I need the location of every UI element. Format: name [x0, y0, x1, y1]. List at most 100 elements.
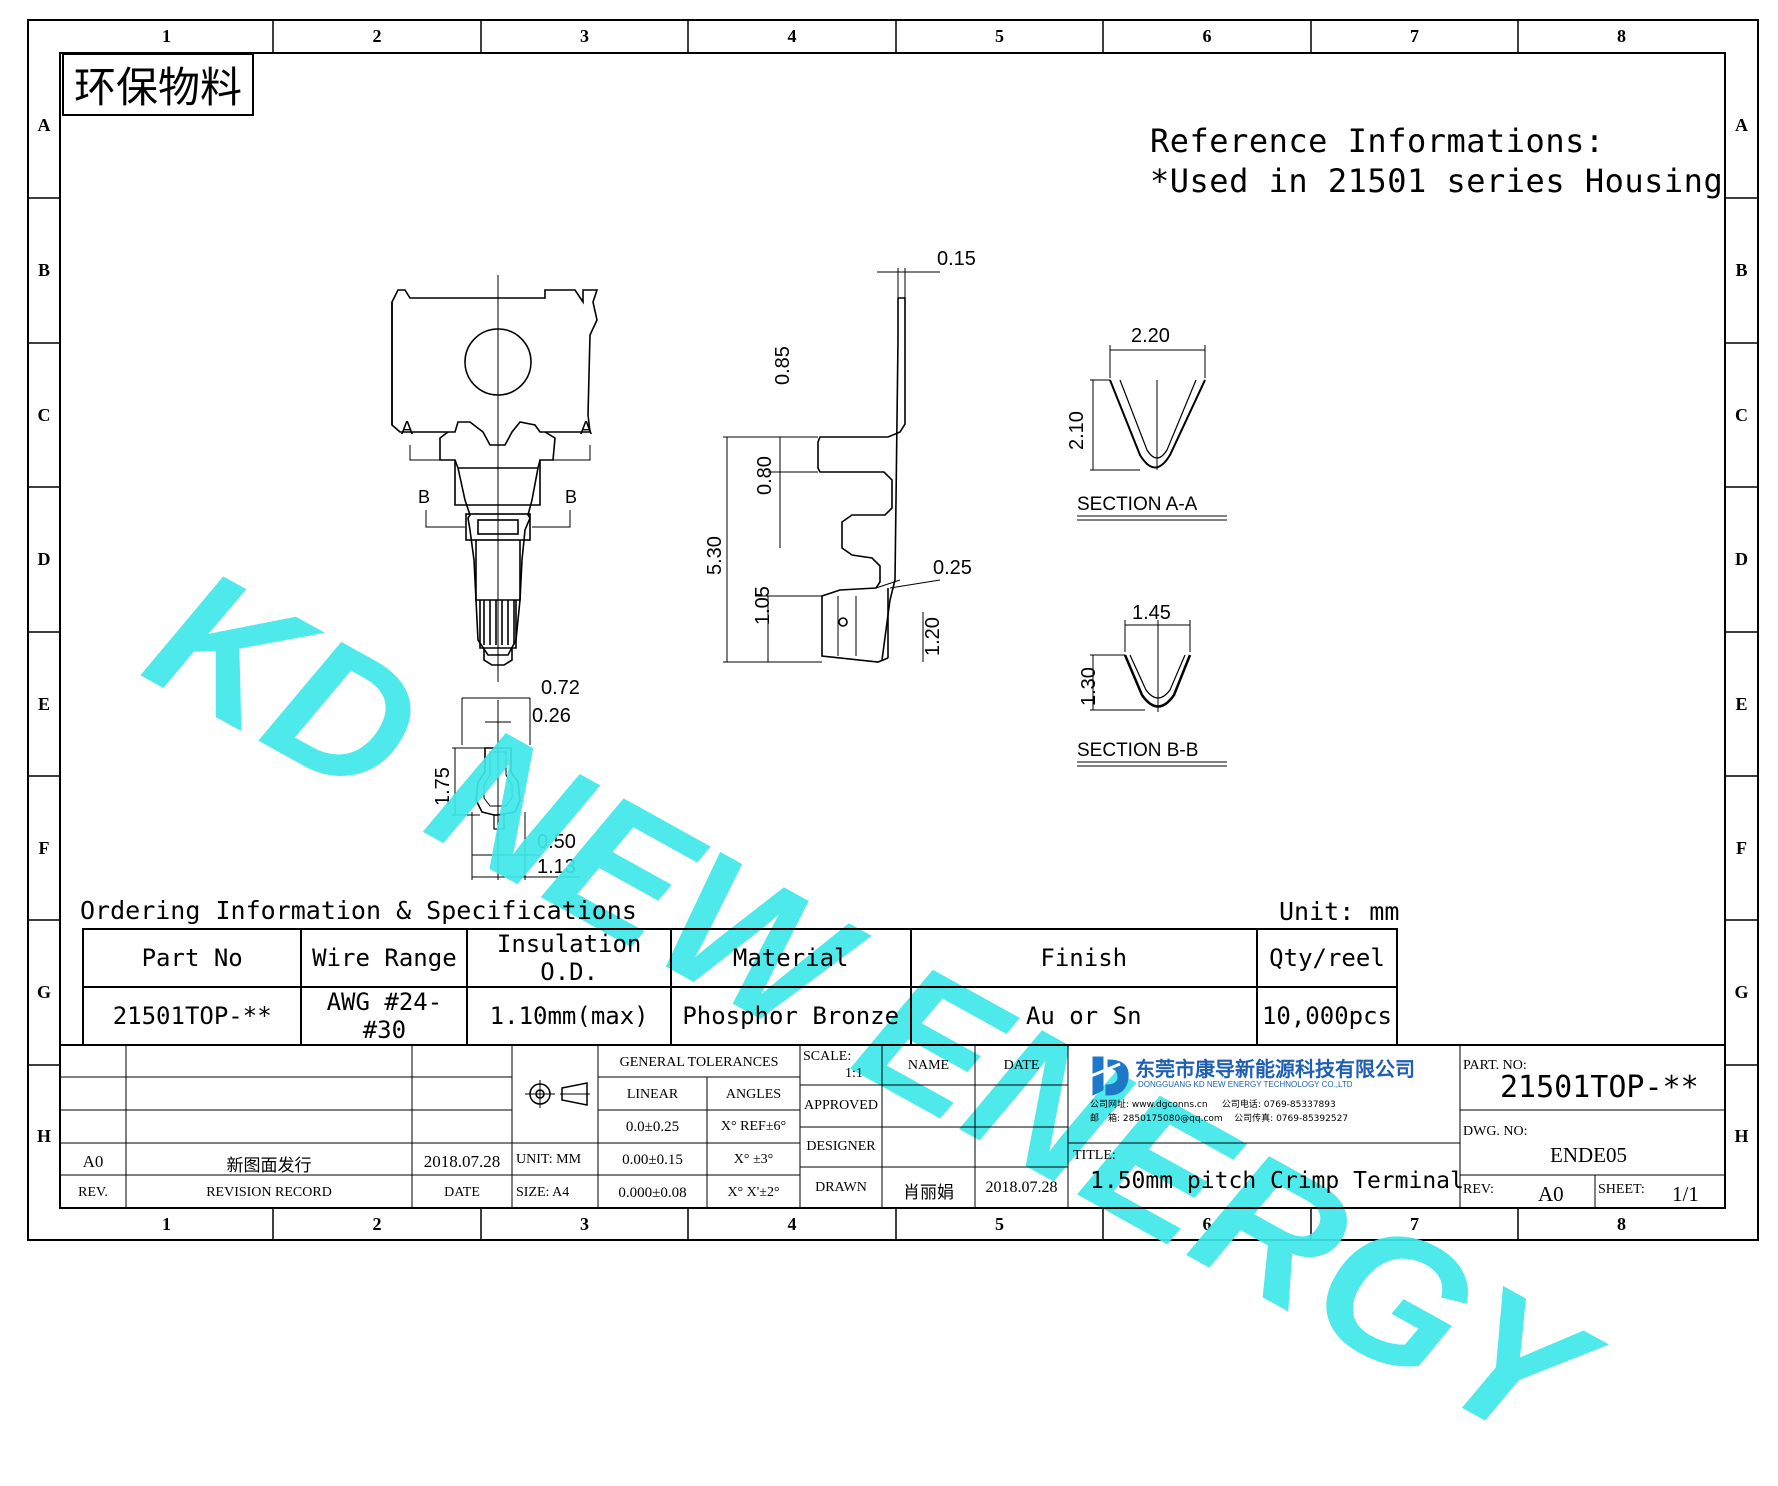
- paper-size: SIZE: A4: [516, 1185, 570, 1200]
- sheet-value: 1/1: [1672, 1182, 1699, 1206]
- web-label: 公司网址:: [1090, 1100, 1130, 1110]
- zone-row-f-right: F: [1736, 837, 1747, 858]
- dim-label: 0.26: [532, 705, 571, 727]
- zone-col-8-bottom: 8: [1617, 1213, 1626, 1234]
- rev-value: A0: [1538, 1182, 1564, 1206]
- dwg-no-label: DWG. NO:: [1463, 1124, 1528, 1139]
- spec-header-cell: Finish: [909, 928, 1258, 988]
- zone-col-1-top: 1: [162, 26, 171, 46]
- zone-col-5-bottom: 5: [995, 1213, 1004, 1234]
- drawn-label: DRAWN: [815, 1180, 867, 1195]
- zone-col-7-bottom: 7: [1410, 1213, 1419, 1234]
- zone-row-b-left: B: [37, 260, 50, 280]
- contact-line-1: 公司网址: www.dgconns.cn 公司电话: 0769-85337893: [1090, 1098, 1440, 1112]
- drawn-name: 肖丽娟: [903, 1183, 954, 1203]
- sheet-label: SHEET:: [1598, 1182, 1645, 1197]
- mail-value: 2850175080@qq.com: [1122, 1114, 1223, 1124]
- zone-row-e-left: E: [37, 693, 50, 714]
- unit-label: Unit: mm: [1279, 897, 1400, 926]
- linear-tol-3: 0.000±0.08: [618, 1185, 687, 1201]
- angle-tol-1: X° REF±6°: [720, 1119, 787, 1134]
- section-mark-a-right: A: [580, 418, 593, 438]
- zone-row-b-right: B: [1735, 260, 1748, 280]
- title-block-grid: [59, 1044, 1726, 1209]
- zone-row-d-left: D: [37, 549, 51, 569]
- general-tolerances-label: GENERAL TOLERANCES: [619, 1055, 779, 1070]
- dim-label: 1.45: [1132, 602, 1171, 624]
- web-value: www.dgconns.cn: [1131, 1100, 1208, 1110]
- zone-row-g-right: G: [1734, 982, 1749, 1002]
- linear-label: LINEAR: [626, 1087, 679, 1102]
- spec-cell: 21501TOP-**: [81, 986, 303, 1046]
- spec-header-cell: Part No: [81, 928, 303, 988]
- zone-col-3-bottom: 3: [580, 1213, 589, 1234]
- terminal-drawing: [391, 268, 1227, 880]
- name-col-label: NAME: [907, 1058, 950, 1073]
- reference-note: *Used in 21501 series Housing: [1150, 162, 1724, 200]
- contact-line-2: 邮 箱: 2850175080@qq.com 公司传真: 0769-853925…: [1090, 1112, 1440, 1126]
- part-no-label: PART. NO:: [1463, 1058, 1527, 1073]
- ordering-title: Ordering Information & Specifications: [80, 896, 637, 925]
- company-contact: 公司网址: www.dgconns.cn 公司电话: 0769-85337893…: [1090, 1098, 1440, 1126]
- zone-row-g-left: G: [36, 982, 51, 1002]
- zone-col-4-bottom: 4: [787, 1213, 797, 1234]
- angle-tol-2: X° ±3°: [733, 1152, 774, 1167]
- date-col-label-2: DATE: [1003, 1058, 1040, 1073]
- fax-value: 0769-85392527: [1276, 1114, 1349, 1124]
- spec-cell: 10,000pcs: [1255, 986, 1399, 1046]
- scale-label: SCALE:: [803, 1049, 852, 1064]
- section-aa-title: SECTION A-A: [1077, 494, 1198, 515]
- approved-label: APPROVED: [804, 1098, 878, 1113]
- linear-tol-2: 0.00±0.15: [622, 1152, 683, 1168]
- revision-record-label: REVISION RECORD: [206, 1185, 332, 1200]
- designer-label: DESIGNER: [806, 1139, 876, 1154]
- dim-label: 0.15: [937, 248, 976, 270]
- section-mark-a-left: A: [401, 418, 414, 438]
- zone-row-a-left: A: [37, 115, 51, 135]
- zone-col-6-top: 6: [1202, 26, 1212, 46]
- company-name-en: DONGGUANG KD NEW ENERGY TECHNOLOGY CO.,L…: [1138, 1080, 1353, 1089]
- unit-mm: UNIT: MM: [516, 1152, 582, 1167]
- date-col-label: DATE: [444, 1185, 480, 1200]
- dim-label: 0.50: [537, 831, 576, 853]
- zone-col-6-bottom: 6: [1202, 1213, 1212, 1234]
- fax-label: 公司传真:: [1234, 1114, 1274, 1124]
- reference-title: Reference Informations:: [1150, 122, 1605, 160]
- angle-tol-3: X° X'±2°: [727, 1185, 780, 1200]
- drawing-title: 1.50mm pitch Crimp Terminal: [1090, 1168, 1464, 1194]
- tel-label: 公司电话:: [1221, 1100, 1261, 1110]
- rev-date-entry: 2018.07.28: [423, 1152, 501, 1171]
- zone-col-2-top: 2: [372, 26, 382, 46]
- company-name-cn: 东莞市康导新能源科技有限公司: [1135, 1057, 1415, 1081]
- zone-row-e-right: E: [1735, 693, 1748, 714]
- eco-material-stamp: 环保物料: [62, 53, 254, 116]
- rev-record-entry: 新图面发行: [226, 1156, 312, 1176]
- zone-col-8-top: 8: [1617, 26, 1626, 46]
- zone-row-h-left: H: [36, 1126, 51, 1146]
- section-mark-b-right: B: [565, 487, 578, 507]
- dwg-no-value: ENDE05: [1550, 1143, 1627, 1167]
- part-no-value: 21501TOP-**: [1500, 1070, 1699, 1105]
- zone-col-5-top: 5: [995, 26, 1004, 46]
- drawn-date: 2018.07.28: [985, 1179, 1058, 1196]
- dim-label: 0.25: [933, 557, 972, 579]
- zone-col-4-top: 4: [787, 26, 797, 46]
- rev-label: REV:: [1463, 1182, 1494, 1197]
- dim-label: 2.20: [1131, 325, 1170, 347]
- spec-cell: AWG #24-#30: [300, 986, 469, 1046]
- zone-row-c-left: C: [37, 404, 51, 425]
- spec-header-cell: Material: [669, 928, 912, 988]
- title-label: TITLE:: [1073, 1148, 1116, 1163]
- dim-label: 1.13: [537, 856, 576, 878]
- dim-label: 0.72: [541, 677, 580, 699]
- zone-row-c-right: C: [1735, 404, 1748, 425]
- zone-row-f-left: F: [38, 837, 50, 858]
- zone-col-2-bottom: 2: [372, 1213, 382, 1234]
- zone-row-d-right: D: [1735, 549, 1748, 569]
- tel-value: 0769-85337893: [1263, 1100, 1336, 1110]
- linear-tol-1: 0.0±0.25: [625, 1119, 680, 1135]
- zone-col-7-top: 7: [1410, 26, 1419, 46]
- spec-header-cell: Qty/reel: [1255, 928, 1399, 988]
- mail-label: 邮 箱:: [1090, 1114, 1121, 1124]
- spec-header-cell: Wire Range: [300, 928, 469, 988]
